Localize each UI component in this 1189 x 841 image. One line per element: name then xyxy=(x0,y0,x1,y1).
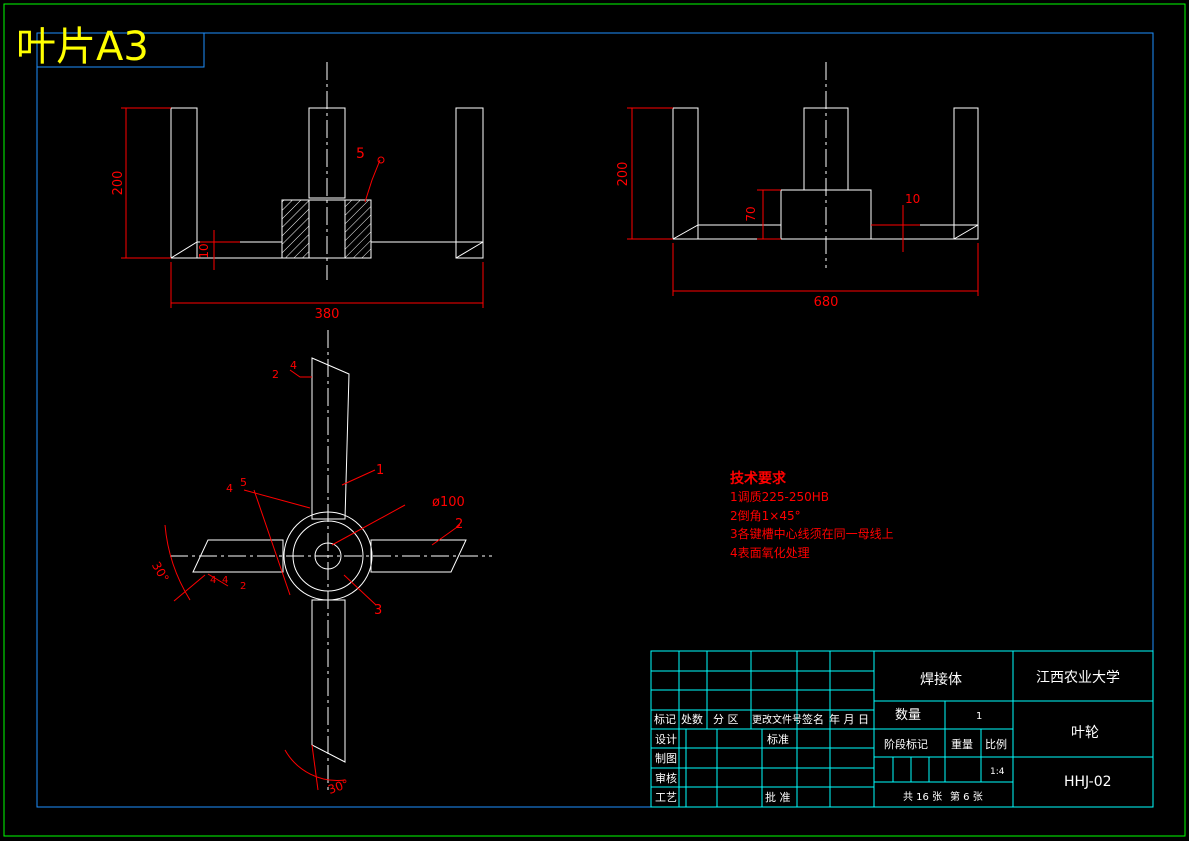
plan-weld-left-a: 4 xyxy=(226,482,233,495)
tb-row-design: 设计 xyxy=(655,733,677,746)
tb-header-mark: 标记 xyxy=(654,712,676,726)
tb-material: 焊接体 xyxy=(920,671,962,688)
front-weld-symbol: 5 xyxy=(356,146,365,162)
outer-frame xyxy=(3,3,1186,837)
side-right-blade xyxy=(953,107,979,240)
side-view xyxy=(672,62,979,268)
tb-header-count: 处数 xyxy=(681,713,703,726)
side-dimensions xyxy=(627,107,979,296)
plan-weld-bottom-b: 4 xyxy=(222,575,228,586)
plan-weld-top-b: 4 xyxy=(290,359,297,372)
plan-blade-right xyxy=(370,539,467,573)
plan-blade-left xyxy=(192,539,284,573)
tb-drawing-no: HHJ-02 xyxy=(1064,774,1112,790)
tb-header-change-doc: 更改文件号 xyxy=(752,713,802,726)
title-label-box xyxy=(36,32,205,68)
tb-quantity-label: 数量 xyxy=(895,708,921,723)
plan-weld-bottom-a: 4 xyxy=(210,575,216,586)
plan-angle-left: 30° xyxy=(149,559,172,584)
tb-row-review: 审核 xyxy=(655,771,677,785)
plan-dimensions xyxy=(164,369,461,791)
plan-weld-left-b: 5 xyxy=(240,476,247,489)
tb-scale-value: 1:4 xyxy=(990,767,1005,777)
front-dim-height: 200 xyxy=(111,171,126,196)
side-dim-hub: 70 xyxy=(744,206,758,221)
front-dim-width: 380 xyxy=(315,307,340,322)
plan-blade-top xyxy=(311,357,350,520)
inner-frame xyxy=(36,32,1154,808)
tb-header-sign: 签名 xyxy=(802,712,824,726)
front-base-plate xyxy=(170,241,282,259)
tech-req-item-4: 4表面氧化处理 xyxy=(730,546,810,560)
plan-view xyxy=(170,330,492,790)
front-left-blade xyxy=(170,107,198,259)
tb-quantity-value: 1 xyxy=(976,711,982,722)
side-dim-height: 200 xyxy=(616,162,631,187)
plan-part-1: 1 xyxy=(376,463,384,478)
tb-sheets-total: 共 16 张 xyxy=(903,791,942,803)
title-block xyxy=(650,650,1154,808)
sheet-title: 叶片A3 xyxy=(16,24,149,70)
tb-approve-label: 批 准 xyxy=(765,790,791,804)
plan-part-2: 2 xyxy=(455,517,463,532)
tb-row-process: 工艺 xyxy=(655,791,677,804)
plan-weld-bottom-c: 2 xyxy=(240,581,246,592)
tb-school: 江西农业大学 xyxy=(1036,670,1120,686)
side-dim-thickness: 10 xyxy=(905,192,920,206)
side-dim-width: 680 xyxy=(814,295,839,310)
plan-angle-bottom: 30° xyxy=(326,777,351,797)
tech-req-item-2: 2倒角1×45° xyxy=(730,509,801,523)
tb-row-draft: 制图 xyxy=(655,752,677,765)
tb-part-name: 叶轮 xyxy=(1071,725,1099,741)
plan-part-3: 3 xyxy=(374,603,382,618)
front-dimensions xyxy=(121,107,484,308)
tb-scale-label: 比例 xyxy=(985,737,1007,751)
side-left-blade xyxy=(672,107,699,240)
tb-sheet-no: 第 6 张 xyxy=(950,790,983,803)
front-dim-thickness: 10 xyxy=(197,243,211,258)
tech-req-heading: 技术要求 xyxy=(730,470,787,487)
tb-standard-label: 标准 xyxy=(767,732,789,746)
tech-req-item-3: 3各键槽中心线须在同一母线上 xyxy=(730,526,894,541)
front-view xyxy=(170,62,484,280)
plan-hub-diameter: ø100 xyxy=(432,495,465,510)
tech-req-item-1: 1调质225-250HB xyxy=(730,490,829,504)
tb-header-date: 年 月 日 xyxy=(829,712,869,726)
tb-header-zone: 分 区 xyxy=(713,713,739,726)
tb-stage-label: 阶段标记 xyxy=(884,737,928,751)
plan-weld-top-a: 2 xyxy=(272,368,279,381)
tb-weight-label: 重量 xyxy=(951,737,973,751)
front-right-blade xyxy=(455,107,484,259)
